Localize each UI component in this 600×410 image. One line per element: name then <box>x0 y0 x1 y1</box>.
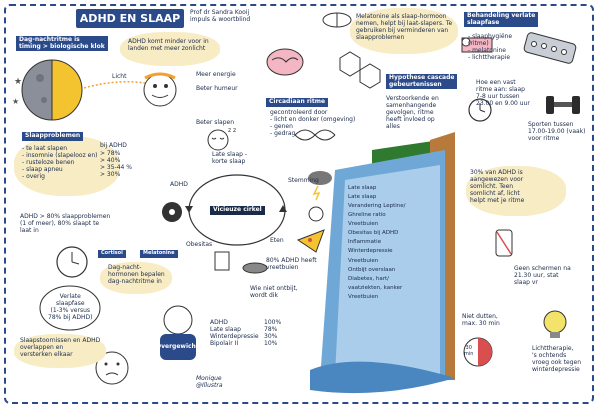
moon-sun-icon: ★ ★ <box>12 59 83 121</box>
sleep-problems-blob <box>14 136 120 196</box>
svg-text:z z: z z <box>228 127 236 134</box>
sunlight-text: ADHD komt minder voor in landen met meer… <box>128 38 209 52</box>
pill-icon <box>322 12 352 28</box>
late-phase-text: Verlate slaapfase (1-3% versus 78% bij A… <box>48 293 93 321</box>
overweight-values: 100% 78% 30% 10% <box>264 319 282 347</box>
overweight-rows: ADHD Late slaap Winterdepressie Bipolair… <box>210 319 259 347</box>
alarm-clock-icon <box>468 98 492 122</box>
treatment-header: Behandeling verlate slaapfase <box>464 12 539 28</box>
pill-strip-icon <box>523 32 577 64</box>
overlap-blob <box>14 334 106 368</box>
overlap-text: Slaapstoornissen en ADHD overlappen en v… <box>20 337 101 358</box>
more-energy-label: Meer energie <box>196 71 236 78</box>
page-subtitle: Prof dr Sandra Kooij impuls & woortblind <box>190 9 251 24</box>
cog-icon <box>162 202 182 222</box>
bedtime-text: Hoe een vast ritme aan: slaap 7-8 uur tu… <box>476 79 530 107</box>
dna-icon <box>294 129 336 141</box>
cycle-eating: Eten <box>270 237 284 244</box>
cycle-adhd: ADHD <box>170 181 188 188</box>
worried-face-icon <box>95 351 129 385</box>
sunlight-blob <box>120 32 220 66</box>
better-sleep-label: Beter slapen <box>196 119 234 126</box>
timer-clock-icon <box>463 337 493 367</box>
sleeping-face-icon: z z <box>207 127 236 151</box>
cortisol-tag: Cortisol <box>98 250 126 258</box>
cycle-late-sleep: Late slaap - korte slaap <box>212 151 247 165</box>
light-label: Licht <box>112 73 127 80</box>
no-screens-text: Geen schermen na 21.30 uur, stat slaap v… <box>514 265 571 286</box>
sleep-problems-values: > 78% > 40% > 35-44 % > 30% <box>100 150 132 178</box>
waterfall-illustration <box>310 132 455 394</box>
hypothesis-header: Hypothese cascade gebeurtenissen <box>386 74 458 90</box>
skip-breakfast-text: Wie niet ontbijt, wordt dik <box>250 285 298 299</box>
sports-text: Sporten tussen 17.00-19.00 (vaak) voor r… <box>528 121 586 142</box>
big-alarm-clock-icon <box>56 246 88 278</box>
glasses-blob <box>466 166 566 216</box>
melatonin-tag: Melatonine <box>140 250 178 258</box>
page-title: ADHD EN SLAAP <box>76 9 184 28</box>
timer-label: 30 min <box>464 345 474 357</box>
in-adhd-label: bij ADHD <box>100 142 127 149</box>
bed-icon <box>461 37 493 53</box>
circadian-text: gecontroleerd door - licht en donker (om… <box>270 109 356 137</box>
circadian-header: Circadiaan ritme <box>266 98 329 107</box>
hormones-blob <box>100 262 172 294</box>
hormones-text: Dag-nacht- hormonen bepalen dag-nachtrit… <box>108 264 165 285</box>
light-bulb-icon <box>543 310 567 338</box>
melatonin-text: Melatonine als slaap-hormoon nemen, help… <box>356 13 453 41</box>
treatment-list: - slaaphygiëne (ritme) - melatonine - li… <box>468 33 513 61</box>
melatonin-blob <box>350 8 458 54</box>
binge-eating-text: 80% ADHD heeft vreetbuien <box>266 257 317 271</box>
author-signature: Monique @Illustra <box>196 375 223 389</box>
brain-head-icon <box>143 72 177 107</box>
hypothesis-text: Verstoorkende en samenhangende gevolgen,… <box>386 95 439 130</box>
glasses-text: 30% van ADHD is aangewezen voor somlicht… <box>470 169 525 204</box>
adhd-stats-text: ADHD > 80% slaapproblemen (1 of meer), 8… <box>20 213 111 234</box>
cycle-mood: Stemming <box>288 177 319 184</box>
cycle-obesity: Obesitas <box>186 241 213 248</box>
day-night-header: Dag-nachtritme is timing > biologische k… <box>16 36 108 52</box>
nap-text: Niet dutten, max. 30 min <box>462 313 500 327</box>
storm-cloud-icon <box>308 171 332 222</box>
overweight-character-icon <box>160 305 196 360</box>
waterfall-labels: Late slaap Late slaap Verandering Leptin… <box>348 185 406 300</box>
svg-text:★: ★ <box>14 77 22 87</box>
better-mood-label: Beter humeur <box>196 85 238 92</box>
light-therapy-text: Lichttherapie, 's ochtends vroeg ook teg… <box>532 345 582 373</box>
brain-icon <box>266 48 304 76</box>
sleep-problems-list: - te laat slapen - insomnie (slapelooz e… <box>22 145 98 180</box>
overweight-label: Overgewicht <box>156 343 199 350</box>
sleep-problems-header: Slaapproblemen <box>22 132 84 141</box>
pizza-icon <box>296 229 325 253</box>
cycle-center-label: Vicieuze cirkel <box>210 206 265 215</box>
eating-icon <box>214 251 268 274</box>
molecule-icon <box>339 51 381 89</box>
dumbbell-icon <box>546 96 580 114</box>
svg-text:★: ★ <box>12 97 19 106</box>
thought-bubble-icon <box>39 285 101 331</box>
dashed-frame <box>4 4 594 404</box>
phone-icon <box>495 229 513 257</box>
